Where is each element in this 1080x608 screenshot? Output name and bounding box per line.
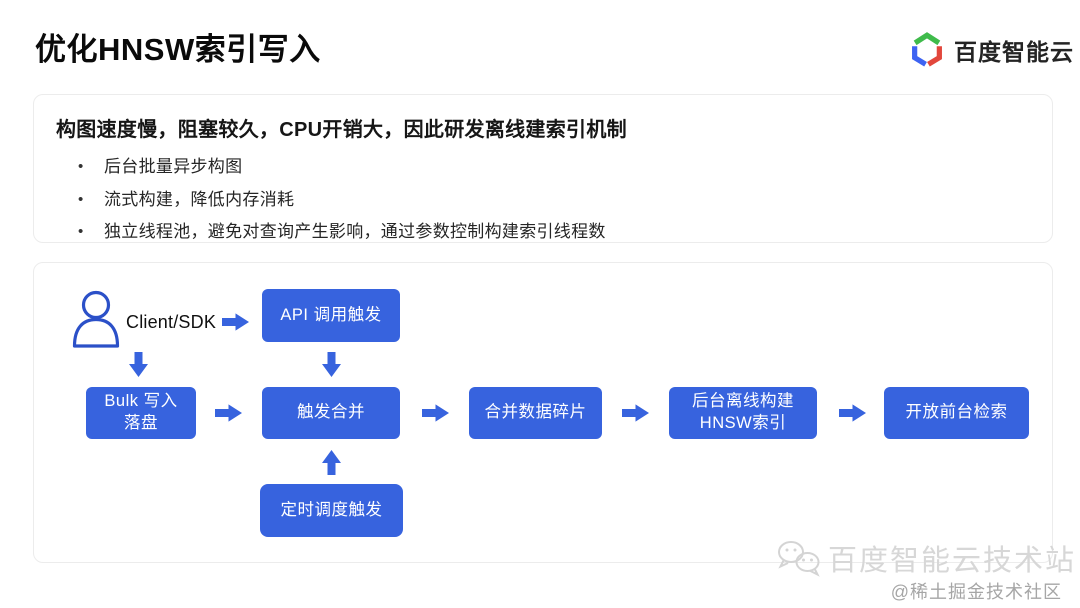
summary-bullet-2: 流式构建，降低内存消耗 [54, 184, 1032, 217]
summary-heading: 构图速度慢，阻塞较久，CPU开销大，因此研发离线建索引机制 [56, 119, 627, 141]
node-open-search: 开放前台检索 [884, 387, 1029, 439]
node-trigger-merge-label: 触发合并 [297, 403, 365, 422]
baidu-cloud-logo-icon [912, 32, 942, 67]
node-offline-build: 后台离线构建 HNSW索引 [669, 387, 817, 439]
node-bulk-write-line1: Bulk 写入 [104, 392, 178, 411]
watermark-channel-text: 百度智能云技术站 [828, 545, 1077, 577]
summary-card: 构图速度慢，阻塞较久，CPU开销大，因此研发离线建索引机制 后台批量异步构图 流… [33, 94, 1053, 248]
watermark-channel: 百度智能云技术站 [776, 537, 1076, 579]
node-open-search-label: 开放前台检索 [905, 403, 1008, 422]
summary-bullet-1: 后台批量异步构图 [54, 151, 1032, 184]
node-trigger-merge: 触发合并 [262, 387, 400, 439]
client-sdk-label: Client/SDK [126, 312, 217, 332]
watermark-community-text: @稀土掘金技术社区 [890, 582, 1062, 602]
node-bulk-write: Bulk 写入 落盘 [86, 387, 196, 439]
node-scheduled-trigger: 定时调度触发 [260, 484, 403, 537]
arrow-right-icon-build-to-search [839, 404, 866, 422]
summary-bullet-list: 后台批量异步构图 流式构建，降低内存消耗 独立线程池，避免对查询产生影响，通过参… [54, 151, 1032, 249]
summary-bullet-3: 独立线程池，避免对查询产生影响，通过参数控制构建索引线程数 [54, 216, 1032, 249]
brand-logo-text: 百度智能云 [954, 39, 1074, 65]
node-api-trigger-label: API 调用触发 [280, 305, 382, 324]
page-title: 优化HNSW索引写入 [35, 32, 321, 67]
node-offline-build-line1: 后台离线构建 [692, 392, 794, 411]
node-merge-shards-label: 合并数据碎片 [484, 403, 587, 422]
arrow-right-icon-shards-to-build [622, 404, 649, 422]
arrow-right-icon-merge-to-shards [422, 404, 449, 422]
node-api-trigger: API 调用触发 [262, 289, 400, 342]
brand-logo: 百度智能云 [908, 30, 1074, 70]
arrow-down-icon-client-to-bulk [129, 352, 148, 377]
node-merge-shards: 合并数据碎片 [469, 387, 602, 439]
arrow-right-icon-client-to-api [222, 313, 249, 331]
wechat-icon [778, 541, 820, 577]
node-scheduled-trigger-label: 定时调度触发 [280, 500, 383, 519]
user-icon [72, 290, 120, 348]
node-offline-build-line2: HNSW索引 [699, 414, 787, 432]
diagram-card: Client/SDK API 调用触发 Bulk 写入 落盘 触发合并 合并数据… [33, 262, 1053, 563]
node-bulk-write-line2: 落盘 [124, 414, 158, 432]
arrow-down-icon-api-to-merge [322, 352, 341, 377]
arrow-up-icon-scheduler-to-merge [322, 450, 341, 475]
arrow-right-icon-bulk-to-merge [215, 404, 242, 422]
